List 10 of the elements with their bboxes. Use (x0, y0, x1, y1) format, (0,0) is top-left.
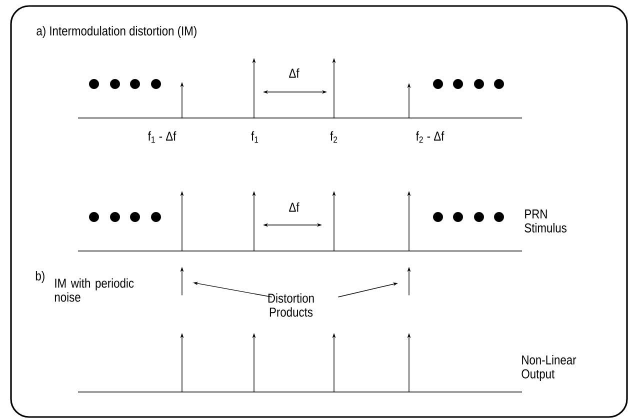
frequency-label: f$_{2}$ (330, 131, 338, 143)
panel-label: b) (36, 270, 44, 284)
frequency-label: f$_{2}$ - Δf (416, 131, 444, 143)
row-label: Non-Linear Output (522, 355, 576, 382)
row-label: PRN Stimulus (524, 210, 566, 232)
frequency-label: f$_{1}$ (251, 131, 258, 143)
frequency-label: f$_{1}$ - Δf (148, 131, 176, 143)
title: a) Intermodulation distortion (IM) (36, 26, 196, 38)
leader-text: Distortion Products (268, 293, 314, 317)
row-label: IM with periodic noise (54, 278, 134, 302)
